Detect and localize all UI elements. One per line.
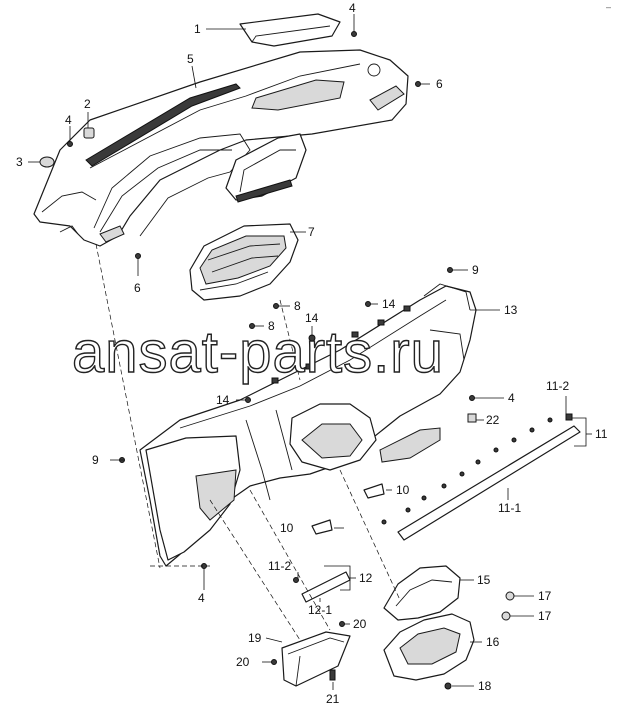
part-lower-column-shroud	[383, 613, 475, 681]
part-small-trim	[301, 571, 351, 603]
callout-6-left: 6	[134, 281, 141, 295]
callout-10-right: 10	[396, 483, 410, 497]
callout-1: 1	[194, 22, 201, 36]
callout-16: 16	[486, 635, 500, 649]
callout-9-right: 9	[472, 263, 479, 277]
callout-14-center: 14	[305, 311, 319, 325]
callout-2: 2	[84, 97, 91, 111]
callout-4-top: 4	[349, 1, 356, 15]
callout-21: 21	[326, 692, 340, 706]
callout-10-left: 10	[280, 521, 294, 535]
callout-11-2-left: 11-2	[268, 559, 291, 573]
part-glove-box	[281, 631, 351, 687]
callout-7: 7	[308, 225, 315, 239]
part-upper-dashboard	[33, 49, 409, 247]
callout-15: 15	[477, 573, 491, 587]
leader-lines	[28, 14, 592, 690]
callout-20-right: 20	[353, 617, 367, 631]
callout-5: 5	[187, 52, 194, 66]
callout-8-lower: 8	[268, 319, 275, 333]
callout-labels: 1 4 2 3 4 5 6 6 7 8 8 9 9 14 14 14 13 4 …	[16, 1, 608, 706]
part-top-cover	[239, 13, 341, 47]
callout-17-upper: 17	[538, 589, 552, 603]
callout-4-left: 4	[65, 113, 72, 127]
callout-8-upper: 8	[294, 299, 301, 313]
callout-19: 19	[248, 631, 262, 645]
callout-4-mid: 4	[508, 391, 515, 405]
callout-14-left: 14	[216, 393, 230, 407]
callout-17-lower: 17	[538, 609, 552, 623]
callout-11: 11	[595, 427, 608, 441]
callout-3: 3	[16, 155, 23, 169]
callout-22: 22	[486, 413, 500, 427]
callout-12: 12	[359, 571, 373, 585]
corner-mark: –	[606, 2, 611, 12]
callout-14-right: 14	[382, 297, 396, 311]
callout-6-right: 6	[436, 77, 443, 91]
callout-11-1: 11-1	[498, 501, 521, 515]
part-trim-strip	[397, 425, 581, 541]
callout-20-left: 20	[236, 655, 250, 669]
callout-11-2-right: 11-2	[546, 379, 569, 393]
callout-12-1: 12-1	[308, 603, 332, 617]
part-lower-dashboard	[139, 283, 477, 567]
callout-4-bottom: 4	[198, 591, 205, 605]
part-upper-column-shroud	[383, 565, 461, 621]
callout-13: 13	[504, 303, 518, 317]
callout-9-left: 9	[92, 453, 99, 467]
part-cluster-bezel	[189, 223, 299, 301]
callout-18: 18	[478, 679, 492, 693]
watermark-text: ansat-parts.ru	[72, 320, 444, 385]
